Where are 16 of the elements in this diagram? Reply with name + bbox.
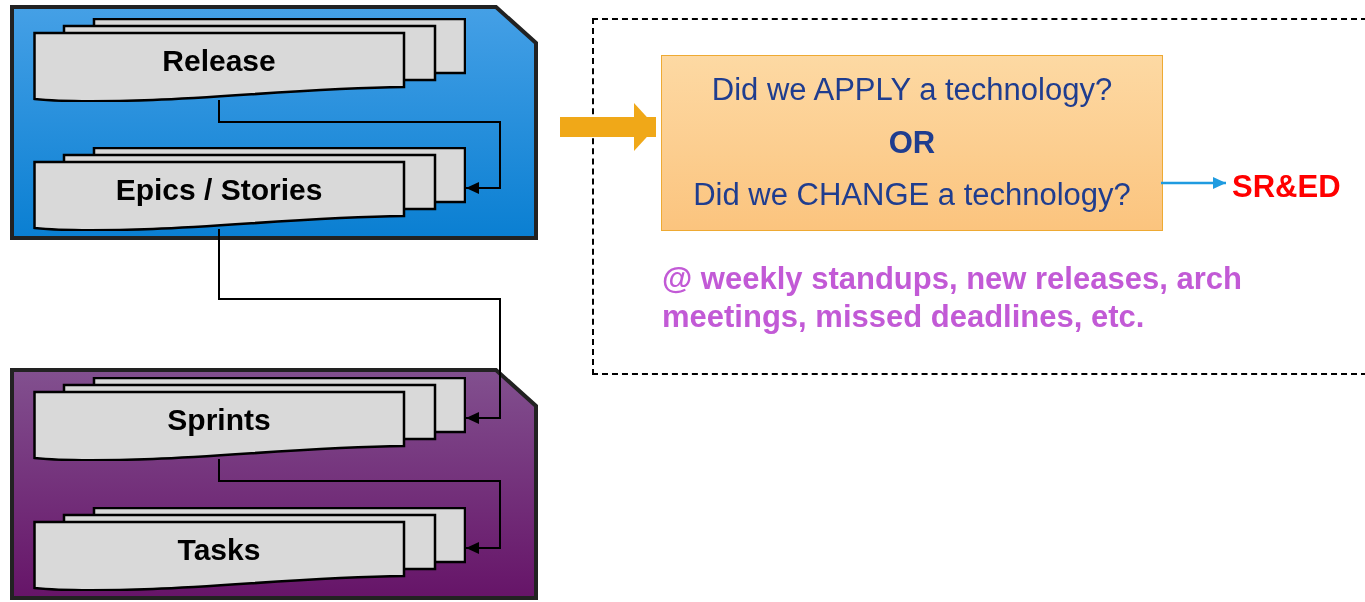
arrow <box>218 458 501 554</box>
card-title: Release <box>162 46 276 76</box>
note-text: @ weekly standups, new releases, arch meetings, missed deadlines, etc. <box>662 260 1243 336</box>
dashed-frame <box>592 18 1365 375</box>
card-title: Sprints <box>167 405 271 435</box>
question-text: Did we CHANGE a technology? <box>693 176 1131 215</box>
question-text: OR <box>888 123 936 162</box>
arrow <box>218 99 501 194</box>
question-box <box>661 55 1163 231</box>
block-arrow <box>560 103 656 151</box>
card-title: Epics / Stories <box>115 175 323 205</box>
arrow <box>1161 177 1226 189</box>
card-title: Tasks <box>177 535 261 565</box>
arrow <box>218 228 501 424</box>
result-label: SR&ED <box>1232 170 1341 202</box>
question-text: Did we APPLY a technology? <box>711 70 1113 109</box>
